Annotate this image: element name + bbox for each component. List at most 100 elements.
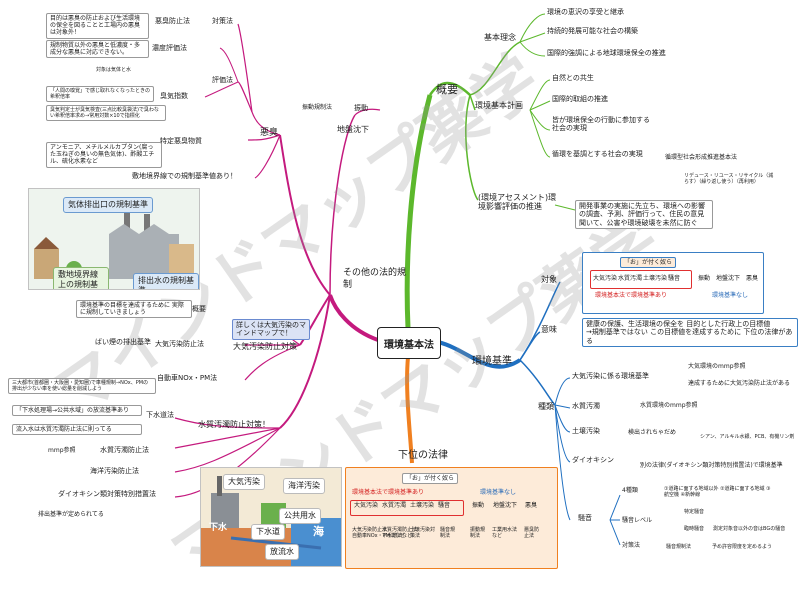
imi-desc: 健康の保護、生活環境の保全を 目的とした行政上の目標値 →規制基準ではない この… (582, 318, 798, 348)
kijun-suishitsu-sub: 水質環境のmmp参照 (640, 402, 698, 409)
kijun-dioxin: ダイオキシン (572, 456, 614, 464)
kai-law: 大気汚染防止法 自動車NOx・PM法など (352, 527, 405, 539)
branch-kai: 下位の法律 (398, 450, 448, 461)
branch-gaiyo: 概要 (436, 83, 458, 96)
nox-desc: 三大都市(首都圏・大阪圏・愛知圏)で車種規制→NOx、PMの排出が少ない車を使い… (8, 378, 156, 394)
taiki-boshiho: 大気汚染防止法 (155, 340, 204, 348)
kijun-souon: 騒音 (578, 514, 592, 522)
taiki-gaiyo: 概要 (192, 305, 206, 313)
branch-sonota: その他の法的規制 (343, 268, 407, 290)
factory-illustration (34, 209, 194, 279)
taiki-baien: ばい煙の排出基準 (95, 338, 151, 346)
kijun-dojo-items: シアン、アルキル水銀、PCB、有機リン剤 (700, 434, 795, 440)
ill2-label: 下水 (209, 523, 228, 533)
souon-rinkai: 臨時騒音 (684, 526, 705, 532)
kijun-ari-group (590, 270, 692, 289)
akushu-hyokaho: 評価法 (212, 76, 233, 84)
center-topic: 環境基本法 (377, 327, 441, 359)
taiki-info: 詳しくは大気汚染のマインドマップで！ (232, 319, 310, 340)
kai-item: 騒音 (438, 502, 451, 509)
kaiyo-boshi: 海洋汚染防止法 (90, 467, 139, 475)
kijun-taiki-sub: 達成するために大気汚染防止法がある (688, 380, 791, 387)
kai-item: 大気汚染 (354, 502, 379, 509)
shindo-kisei: 振動規制法 (302, 104, 333, 111)
akushu-shikichi: 敷地境界線での規制基準値あり！ (132, 172, 237, 180)
akushu-tokutei: 特定悪臭物質 (160, 137, 202, 145)
kijun-dojo: 土壌汚染 (572, 427, 600, 435)
suishitsu-boshiho: 水質汚濁防止法 (100, 446, 149, 454)
rinen-item: 環境の恵沢の享受と継承 (547, 8, 624, 16)
kai-item: 振動 (472, 502, 485, 509)
rinen-item: 持続的発展可能な社会の構築 (547, 27, 638, 35)
keikaku-item: 皆が環境保全の行動に参加する社会の実現 (552, 116, 650, 133)
souon-taisakuho: 対策法 (622, 542, 641, 549)
akushu-shukishisu: 臭気指数 (160, 92, 188, 100)
ill2-label: 海 (313, 525, 324, 538)
kijun-other: 振動 地盤沈下 悪臭 (698, 275, 759, 282)
kai-law: 工業用水法など (492, 527, 518, 539)
souon-rinkai-desc: 測定対象音以外の音はBGの騒音 (713, 526, 786, 532)
suishitsu-illustration: 大気汚染 海洋汚染 公共用水 下水道 放流水 下水 海 (200, 467, 342, 567)
kijun-taiki: 大気汚染に係る環境基準 (572, 372, 649, 380)
kijun-item: 大気汚染 (593, 275, 618, 282)
keikaku-item: 自然との共生 (552, 74, 594, 82)
kai-law: 騒音規制法 (440, 527, 456, 539)
ill2-label: 公共用水 (279, 508, 321, 524)
akushu-boshi: 悪臭防止法 (155, 17, 190, 25)
ill-label: 気体排出口の規制基準 (63, 197, 153, 213)
kijun-dioxin-sub: 別の法律(ダイオキシン類対策特別措置法)で環境基準 (640, 462, 783, 469)
kijun-suishitsu: 水質汚濁 (572, 402, 600, 410)
gesuido-desc: 「下水処理場→公共水域」の放流基準あり (12, 405, 142, 417)
shukishisu-desc: 臭気判定士が臭気検査(三点比較臭袋法)で臭わない希釈倍率求め→常用対数×10で指… (46, 105, 166, 121)
taiki-nox: 自動車NOx・PM法 (157, 374, 218, 382)
ill-label: 敷地境界線上の規制基準 (53, 267, 109, 289)
kihon-keikaku: 環境基本計画 (475, 101, 523, 110)
kijun-ari-label: 環境基本法で環境基準あり (595, 292, 668, 299)
mind-map: マインドマップ薬学 マインドマップ薬学 環境基本法 概要 基本理念 環境の恵沢の… (8, 8, 798, 593)
ill2-label: 放流水 (265, 544, 299, 560)
taiki-boshi: 大気汚染防止対策 (233, 342, 297, 351)
keikaku-item: 国際的取組の推進 (552, 95, 608, 103)
kai-law: 水質汚濁防止法 下水道法など (382, 527, 418, 539)
ill2-label: 大気汚染 (223, 474, 265, 490)
three-r: リデュース・リユース・リサイクル（減らす）（繰り返し使う）（再利用） (684, 173, 774, 185)
kai-item: 地盤沈下 (493, 502, 518, 509)
kai-law: 悪臭防止法 (524, 527, 540, 539)
assessment: (環境アセスメント)環境影響評価の推進 (478, 193, 557, 212)
kijun-shurui: 種類 (538, 402, 554, 411)
ill-label: 排出水の規制基準 (133, 273, 199, 289)
assessment-desc: 開発事業の実施に先立ち、環境への影響の調査、予測、評価行って、住民の意見聞いて、… (575, 200, 713, 230)
souon-tokutei: 特定騒音 (684, 509, 705, 515)
branch-kijun: 環境基準 (472, 356, 512, 367)
kai-kijun-nashi: 環境基準なし (480, 489, 517, 496)
akushu-illustration: 気体排出口の規制基準 敷地境界線上の規制基準 排出水の規制基準 (28, 188, 200, 290)
kijun-nashi-label: 環境基準なし (712, 292, 749, 299)
sonota-akushu: 悪臭 (260, 128, 279, 138)
kai-item: 悪臭 (525, 502, 538, 509)
taiki-gaiyo-desc: 環境基準の目標を達成するために 実際に規制していきましょう (76, 300, 192, 319)
sonota-jiban: 地盤沈下 (337, 125, 369, 134)
souon-level: 騒音レベル (622, 517, 653, 524)
souon-4: 4種類 (622, 487, 638, 494)
dioxin-desc: 排出基準が定められてる (38, 511, 104, 518)
gesuido-desc: 流入水は水質汚濁防止法に則ってる (12, 424, 142, 436)
kijun-item: 土壌汚染 (643, 275, 668, 282)
keikaku-item: 循環を基調とする社会の実現 (552, 150, 643, 158)
akushu-tokutei-desc: アンモニア、メチルメルカプタン(腐った玉ねぎの臭いの無色気体)、酢酸エチル、硫化… (46, 142, 162, 168)
kijun-taiki-sub: 大気環境のmmp参照 (688, 363, 746, 370)
ill2-label: 下水道 (251, 524, 285, 540)
kai-o-tsuku: 「お」が付く奴ら (402, 473, 459, 485)
gesuido: 下水道法 (146, 411, 174, 419)
souon-kisei-desc: 予め許容限度を定めるよう (712, 544, 773, 550)
suishitsu-mmp: mmp参照 (48, 447, 76, 454)
kai-law: 土壌汚染対策法 (410, 527, 436, 539)
kihon-rinen: 基本理念 (484, 33, 516, 42)
kai-item: 土壌汚染 (410, 502, 435, 509)
junkan-law: 循環型社会形成推進基本法 (665, 154, 738, 161)
akushu-noudo: 濃度評価法 (152, 44, 187, 52)
akushu-boshi-desc: 目的は悪臭の防止および生活環境の保全を図ることと工場内の悪臭は対象外！ (46, 13, 149, 39)
souon-4-desc: ①道路に面する地域以外 ②道路に面する地域 ③航空機 ④新幹線 (664, 486, 771, 498)
shukishisu-desc: 「人間の嗅覚」で感じ取れなくなったときの希釈倍率 (46, 86, 154, 102)
kijun-dojo-sub: 検出されちゃだめ (628, 429, 677, 436)
kai-item: 水質汚濁 (382, 502, 407, 509)
